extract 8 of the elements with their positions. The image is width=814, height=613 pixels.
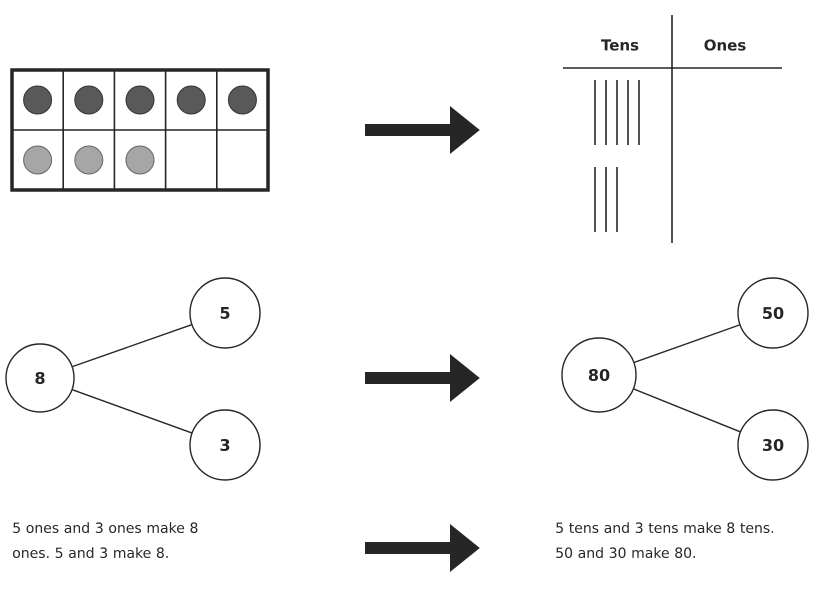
- connector-line: [634, 388, 740, 432]
- description-text: 5 tens and 3 tens make 8 tens. 50 and 30 make 80.: [556, 522, 774, 558]
- connector-line: [72, 324, 192, 368]
- column-header: Tens: [601, 39, 638, 51]
- description-text: 5 ones and 3 ones make 8 ones. 5 and 3 make 8.: [12, 522, 198, 558]
- column-header: Ones: [704, 39, 746, 51]
- connector-line: [634, 324, 740, 363]
- connector-line: [72, 389, 192, 434]
